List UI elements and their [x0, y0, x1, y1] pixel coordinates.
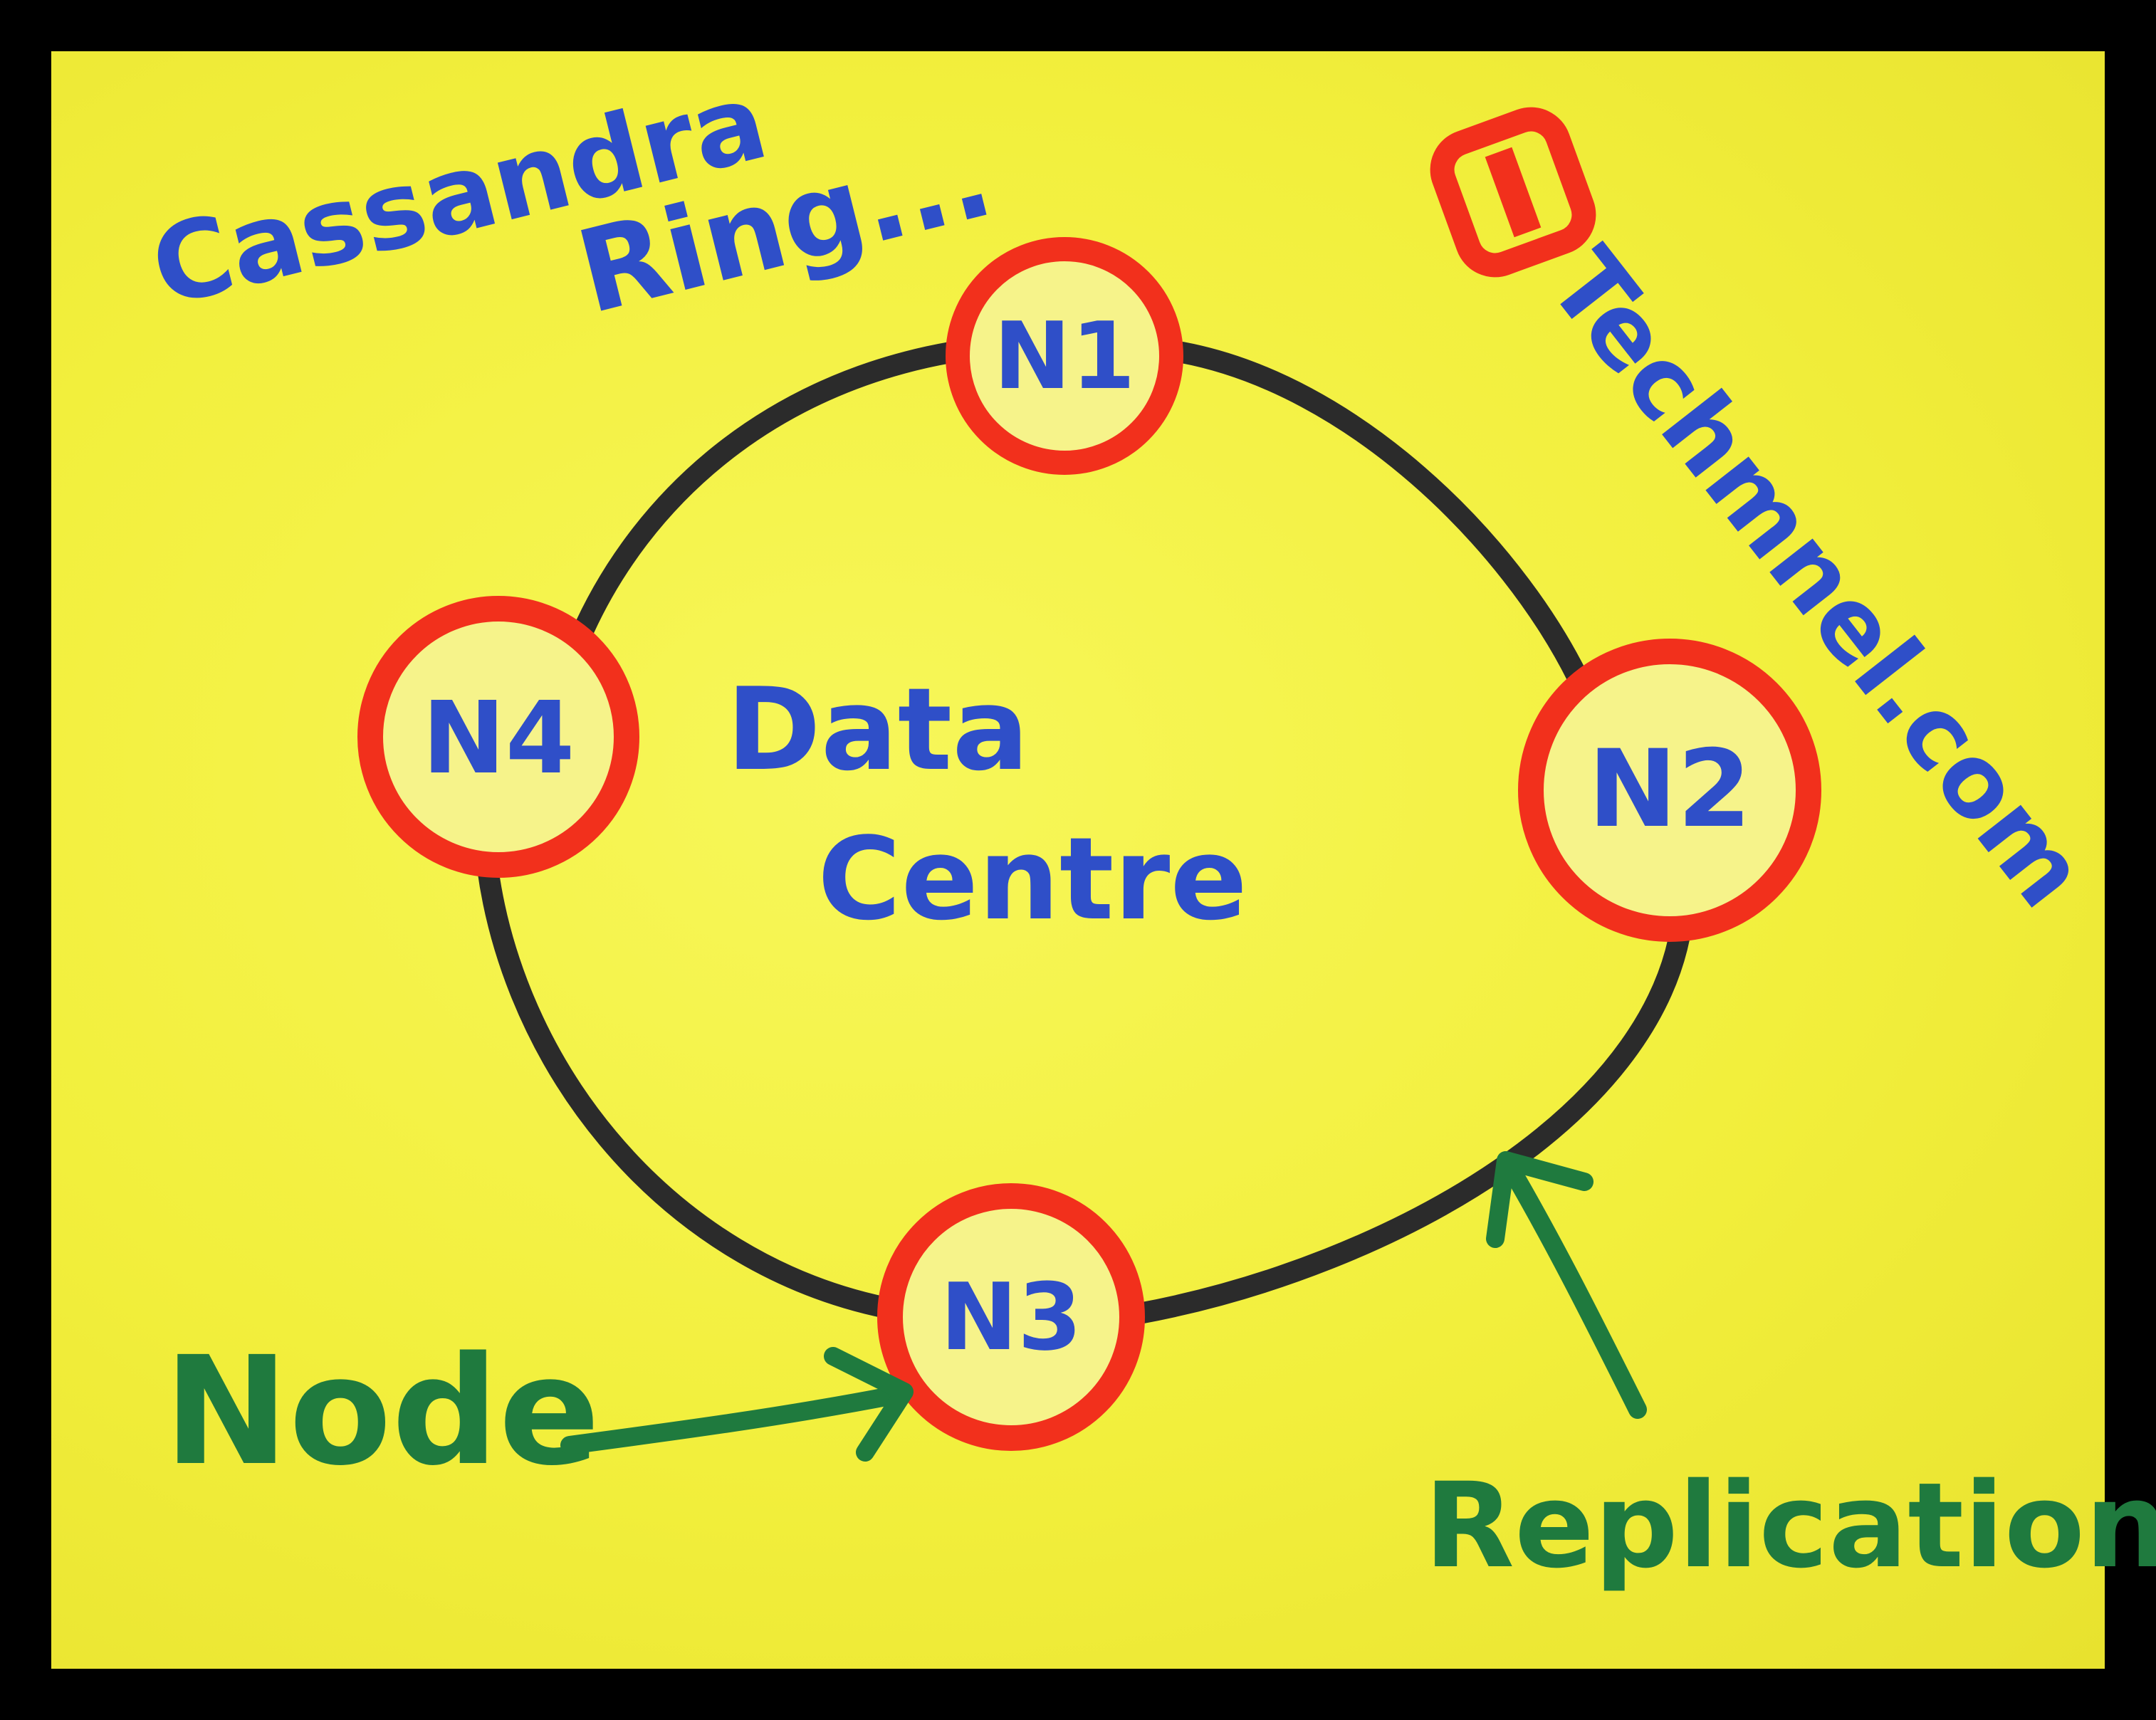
node-callout-arrow-icon	[560, 1386, 903, 1454]
node-n4-label: N4	[422, 681, 575, 797]
node-n3-circle	[877, 1183, 1145, 1451]
ring-nodes: N1 N2 N3 N4	[357, 237, 1821, 1451]
ring-arc-n2-n3	[1129, 890, 1695, 1324]
center-label-line-1: Data	[726, 663, 1029, 796]
node-n3: N3	[877, 1183, 1145, 1451]
title-group: Cassandra Ring...	[140, 59, 1005, 340]
replication-callout: Replication	[1424, 1151, 2156, 1594]
ring-arc-n3-n4	[473, 822, 908, 1321]
ring-arc-n1-n2	[1171, 342, 1588, 687]
node-n4: N4	[357, 596, 639, 878]
node-n1-circle	[946, 237, 1183, 475]
node-n1-label: N1	[993, 302, 1135, 410]
center-label-group: Data Centre	[726, 663, 1247, 945]
node-n3-label: N3	[940, 1263, 1082, 1371]
node-n2-circle	[1518, 639, 1821, 942]
node-callout-label: Node	[164, 1324, 600, 1499]
brand-logo-icon	[1430, 107, 1596, 278]
node-n4-circle	[357, 596, 639, 878]
center-label-line-2: Centre	[817, 812, 1247, 945]
replication-callout-arrow-icon	[1497, 1151, 1647, 1419]
node-callout: Node	[164, 1324, 914, 1499]
node-n1: N1	[946, 237, 1183, 475]
replication-callout-label: Replication	[1424, 1457, 2156, 1594]
ring-arc-n4-n1	[570, 342, 961, 648]
node-n2: N2	[1518, 639, 1821, 942]
node-n2-label: N2	[1588, 728, 1752, 851]
